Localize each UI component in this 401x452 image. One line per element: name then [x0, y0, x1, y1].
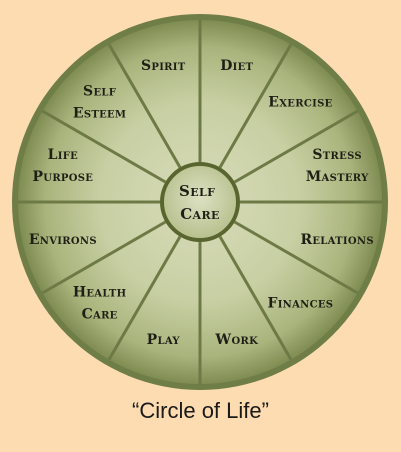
spoke [41, 109, 167, 184]
segment-label-relations: Relations [300, 232, 373, 248]
spokes [18, 20, 382, 384]
hub-label-line-1: Self [179, 182, 215, 200]
segment-label-line: Esteem [73, 106, 126, 122]
hub-label: Self Care [179, 182, 221, 223]
segment-label-environs: Environs [29, 232, 97, 248]
segment-label-work: Work [214, 332, 258, 348]
segment-label-line: Finances [267, 295, 333, 311]
spoke [233, 220, 359, 295]
segment-label-line: Environs [29, 232, 97, 248]
segment-label-line: Work [214, 332, 258, 348]
hub-label-line-2: Care [180, 205, 220, 223]
spoke [107, 235, 182, 361]
segment-label-line: Mastery [306, 169, 369, 185]
segment-label-line: Self [83, 84, 116, 100]
segment-label-spirit: Spirit [141, 58, 186, 74]
figure-caption: “Circle of Life” [132, 398, 269, 423]
spoke [218, 43, 293, 169]
segment-label-line: Stress [312, 147, 362, 163]
segment-label-diet: Diet [220, 58, 253, 74]
segment-label-play: Play [147, 332, 181, 348]
spoke [233, 109, 359, 184]
segment-label-line: Life [48, 147, 79, 163]
segment-label-line: Health [73, 284, 127, 300]
segment-label-line: Play [147, 332, 181, 348]
spoke [107, 43, 182, 169]
segment-label-line: Exercise [268, 95, 332, 111]
segment-label-finances: Finances [267, 295, 333, 311]
segment-label-line: Care [82, 306, 118, 322]
segment-label-line: Diet [220, 58, 253, 74]
spoke [41, 220, 167, 295]
hub [160, 162, 240, 242]
segment-label-line: Spirit [141, 58, 186, 74]
segment-label-line: Purpose [32, 169, 93, 185]
spoke [218, 235, 293, 361]
segment-label-line: Relations [300, 232, 373, 248]
segment-label-exercise: Exercise [268, 95, 332, 111]
